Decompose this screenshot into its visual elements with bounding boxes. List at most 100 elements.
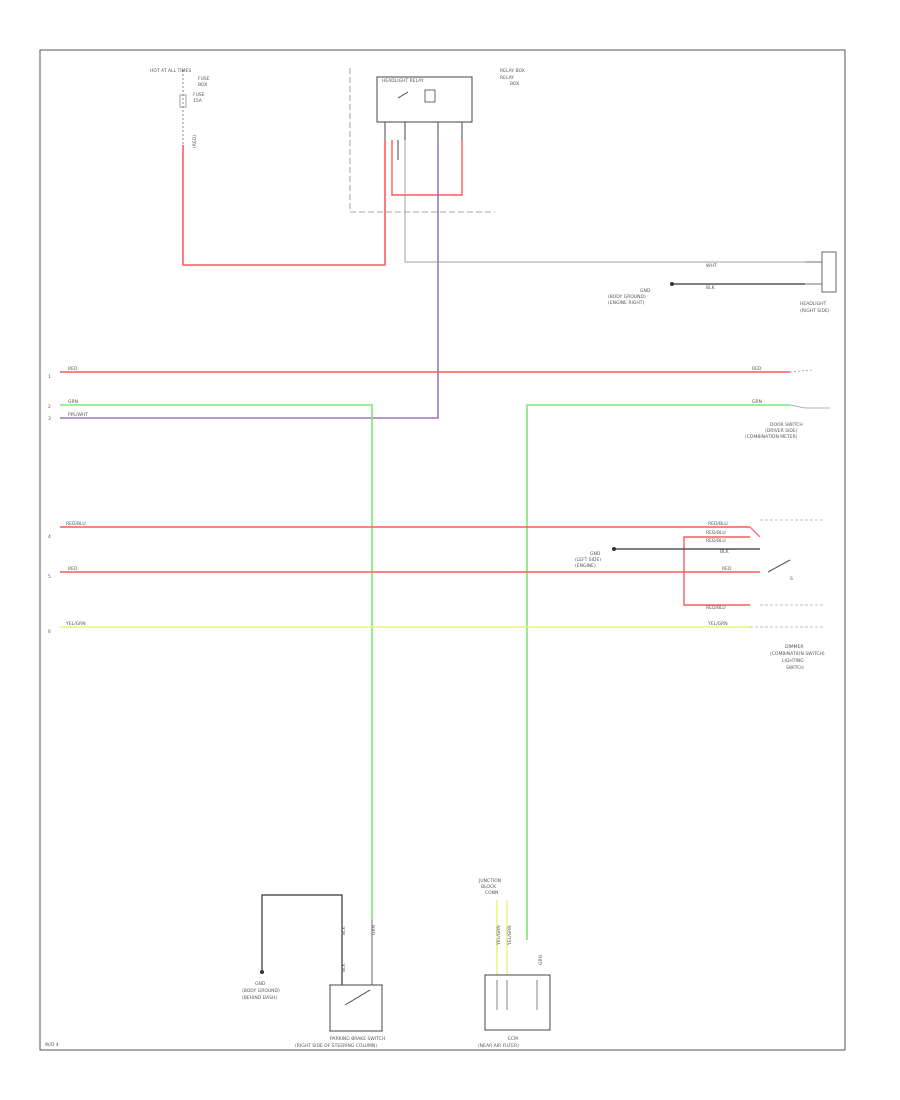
comb-switch-label-2: LIGHTING <box>782 658 804 664</box>
parking-brake-wire2: GRN <box>371 925 377 935</box>
ecm-group: JUNCTION BLOCK CONN YEL/GRN YEL/GRN GRN … <box>478 878 551 1049</box>
rail-6-left-label: YEL/GRN <box>65 621 86 627</box>
rail-6-num: 6 <box>48 629 51 635</box>
rail-4-red: 4 RED/BLU RED/BLU <box>48 521 750 540</box>
right-top-gnd-2: (ENGINE RIGHT) <box>608 300 644 306</box>
jb-header-1: BLOCK <box>481 884 497 890</box>
ecm-housing <box>484 974 551 1031</box>
fuse-label-1: FUSE <box>198 76 210 82</box>
fuse-label-2: BOX <box>198 82 207 88</box>
relay-box-dashed-outline <box>349 68 495 213</box>
ground-black-wire <box>261 894 343 985</box>
relay-red-loop <box>391 140 463 196</box>
door-switch-label-1: (DRIVER SIDE) <box>765 428 798 434</box>
right-headlight-group: WHT BLK GND (BODY GROUND) (ENGINE RIGHT)… <box>608 251 837 314</box>
bottom-ground-1: (BODY GROUND) <box>242 988 280 994</box>
rail-1-num: 1 <box>48 374 51 380</box>
dimmer-wire-c: BLK <box>720 549 730 555</box>
rail-1-terminal <box>789 369 813 373</box>
jb-wire-1-label: YEL/GRN <box>496 925 502 946</box>
rail-1-left-label: RED <box>68 366 78 372</box>
rail-4-right-label: RED/BLU <box>708 521 728 527</box>
door-switch-label-2: (COMBINATION METER) <box>745 434 798 440</box>
relay-gray-wire <box>404 140 805 263</box>
jb-wire-3-label: GRN <box>538 955 544 965</box>
parking-brake-wire1: BLK <box>341 962 347 972</box>
dimmer-gnd-1: (LEFT SIDE) <box>575 557 601 563</box>
parking-brake-switch: BLK GRN PARKING BRAKE SWITCH (RIGHT SIDE… <box>295 920 385 1049</box>
ecm-sub: (NEAR AIR FILTER) <box>478 1043 519 1049</box>
relay-box: HEADLIGHT RELAY RELAY BOX RELAY BOX <box>60 68 805 419</box>
parking-brake-sub: (RIGHT SIDE OF STEERING COLUMN) <box>295 1043 377 1049</box>
ground-point-bottom <box>260 970 264 974</box>
fuse-block: HOT AT ALL TIMES FUSE BOX FUSE 15A (RED) <box>150 68 386 266</box>
lighting-switch-mark: S <box>790 576 793 582</box>
bottom-ground-wire: BLK <box>341 925 347 935</box>
door-switch-terminal <box>789 404 806 409</box>
rail-3-left-label: PPL/WHT <box>68 412 88 418</box>
fuse-to-relay-red-wire <box>182 140 386 266</box>
jb-header-0: JUNCTION <box>478 878 501 884</box>
rail-2-green: 2 GRN <box>48 399 373 920</box>
fuse-label-5: (RED) <box>192 135 198 148</box>
rail-3-purple: 3 PPL/WHT <box>48 412 88 422</box>
right-green-path <box>526 404 790 940</box>
headlight-connector <box>821 251 837 293</box>
parking-brake-housing <box>329 984 383 1032</box>
bottom-ground-0: GND <box>255 981 266 987</box>
right-top-gnd-1: (BODY GROUND) <box>608 294 646 300</box>
right-green-wire: GRN DOOR SWITCH (DRIVER SIDE) (COMBINATI… <box>526 399 830 940</box>
rail-1-right-label: RED <box>752 366 762 372</box>
right-top-gnd-0: GND <box>640 288 651 294</box>
parking-brake-arm <box>344 989 371 1006</box>
rail-2-left-label: GRN <box>68 399 78 405</box>
ecm-label: ECM <box>508 1036 518 1042</box>
relay-name-label: HEADLIGHT RELAY <box>382 78 424 84</box>
parking-brake-label: PARKING BRAKE SWITCH <box>330 1036 385 1042</box>
combination-switch-group: RED/BLU RED/BLU BLK GND (LEFT SIDE) (ENG… <box>575 519 825 671</box>
dimmer-red-stub <box>749 526 761 538</box>
fuse-label-4: 15A <box>193 98 203 104</box>
rail-4-num: 4 <box>48 534 51 540</box>
relay-purple-wire <box>60 140 439 419</box>
rail-5-num: 5 <box>48 574 51 580</box>
comb-switch-label-3: SWITCH <box>786 665 804 671</box>
right-top-wire1: WHT <box>706 263 717 269</box>
door-switch-label-0: DOOR SWITCH <box>770 422 803 428</box>
relay-box-line-0: RELAY <box>500 75 514 81</box>
relay-box-title: RELAY BOX <box>500 68 525 74</box>
rail-6-right-label: YEL/GRN <box>707 621 728 627</box>
comb-switch-label-0: DIMMER <box>785 644 804 650</box>
dimmer-wire-d: RED/BLU <box>706 605 726 611</box>
dimmer-wire-b: RED/BLU <box>706 538 726 544</box>
rail-2-num: 2 <box>48 404 51 410</box>
comb-switch-label-1: (COMBINATION SWITCH) <box>770 651 825 657</box>
rail-5-right-label: RED <box>722 566 732 572</box>
rail-5-red: 5 RED RED <box>48 566 760 580</box>
jb-wire-2-label: YEL/GRN <box>507 925 513 946</box>
dimmer-wire-a: RED/BLU <box>706 530 726 536</box>
jb-header-2: CONN <box>485 890 498 896</box>
relay-box-line-1: BOX <box>510 81 519 87</box>
dimmer-gnd-2: (ENGINE) <box>575 563 596 569</box>
rail-5-left-label: RED <box>68 566 78 572</box>
fuse-label-3: FUSE <box>193 92 205 98</box>
dimmer-gnd-0: GND <box>590 551 601 557</box>
right-top-wire2: BLK <box>706 285 716 291</box>
rail-6-yellow: 6 YEL/GRN YEL/GRN <box>48 621 750 635</box>
fuse-label-0: HOT AT ALL TIMES <box>150 68 191 74</box>
relay-switch-arm <box>397 91 409 99</box>
rail-2-wire <box>60 404 373 920</box>
dimmer-ground-point <box>612 547 616 551</box>
lighting-switch-arm <box>767 559 791 573</box>
right-green-label: GRN <box>752 399 762 405</box>
ground-point <box>670 282 674 286</box>
headlight-label-1: (RIGHT SIDE) <box>800 308 830 314</box>
rail-3-num: 3 <box>48 416 51 422</box>
rail-4-left-label: RED/BLU <box>66 521 86 527</box>
diagram-frame <box>39 49 846 1051</box>
headlight-label-0: HEADLIGHT <box>800 301 826 307</box>
bottom-ground-group: BLK GND (BODY GROUND) (BEHIND DASH) <box>242 894 347 1001</box>
relay-coil <box>424 89 436 103</box>
